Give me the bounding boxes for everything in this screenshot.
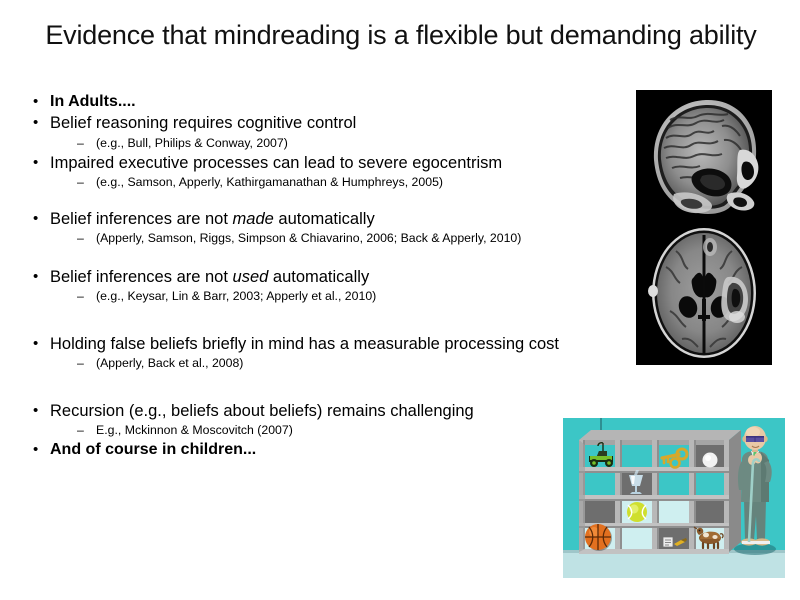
bullet-marker-icon: • bbox=[33, 114, 39, 132]
list-item-label: In Adults.... bbox=[50, 93, 136, 110]
list-item-label: Belief inferences are not used automatic… bbox=[50, 267, 569, 288]
list-item: • In Adults.... bbox=[24, 92, 569, 112]
slide-body-bullet-list: • In Adults.... • Belief reasoning requi… bbox=[24, 92, 569, 462]
tennis-ball bbox=[627, 502, 647, 522]
list-item-label: Impaired executive processes can lead to… bbox=[50, 153, 503, 172]
person-shadow bbox=[734, 543, 776, 555]
list-item: • Holding false beliefs briefly in mind … bbox=[24, 334, 569, 355]
citation-item: – (e.g., Samson, Apperly, Kathirgamanath… bbox=[24, 175, 569, 191]
floor bbox=[563, 550, 785, 578]
white-ball bbox=[702, 452, 718, 468]
dash-marker-icon: – bbox=[77, 174, 84, 189]
citation-label: (Apperly, Samson, Riggs, Simpson & Chiav… bbox=[96, 230, 522, 245]
dash-marker-icon: – bbox=[77, 355, 84, 370]
director-task-illustration bbox=[563, 418, 785, 578]
list-item-label: Recursion (e.g., beliefs about beliefs) … bbox=[50, 401, 474, 420]
citation-item: – (Apperly, Samson, Riggs, Simpson & Chi… bbox=[24, 231, 569, 247]
dash-marker-icon: – bbox=[77, 230, 84, 245]
list-item-text-post: automatically bbox=[273, 209, 375, 228]
citation-label: E.g., Mckinnon & Moscovitch (2007) bbox=[96, 423, 293, 438]
bullet-marker-icon: • bbox=[33, 209, 39, 227]
list-item-emphasis: made bbox=[232, 209, 274, 228]
bullet-marker-icon: • bbox=[33, 441, 39, 459]
bullet-marker-icon: • bbox=[33, 267, 39, 285]
list-item-label: Belief reasoning requires cognitive cont… bbox=[50, 114, 357, 133]
dash-marker-icon: – bbox=[77, 288, 84, 303]
toy-cow bbox=[693, 526, 724, 550]
slide-title: Evidence that mindreading is a flexible … bbox=[45, 20, 757, 50]
list-spacer bbox=[24, 325, 569, 334]
list-spacer bbox=[24, 373, 569, 392]
dash-marker-icon: – bbox=[77, 135, 84, 150]
list-item-text-post: automatically bbox=[268, 267, 370, 286]
brush bbox=[674, 538, 687, 546]
list-item: • Belief inferences are not made automat… bbox=[24, 209, 569, 230]
list-spacer bbox=[24, 192, 569, 209]
basketball bbox=[585, 524, 612, 551]
axial-mri-slice bbox=[636, 221, 772, 365]
citation-item: – E.g., Mckinnon & Moscovitch (2007) bbox=[24, 423, 569, 439]
citation-label: (e.g., Keysar, Lin & Barr, 2003; Apperly… bbox=[96, 288, 377, 303]
list-spacer bbox=[24, 306, 569, 325]
citation-item: – (e.g., Bull, Philips & Conway, 2007) bbox=[24, 136, 569, 152]
list-item: • Belief inferences are not used automat… bbox=[24, 267, 569, 288]
bullet-marker-icon: • bbox=[33, 401, 39, 419]
list-item-label: And of course in children... bbox=[50, 441, 257, 459]
bullet-marker-icon: • bbox=[33, 334, 39, 352]
list-item: • And of course in children... bbox=[24, 440, 569, 460]
list-item-emphasis: used bbox=[232, 267, 269, 286]
brain-mri-scans bbox=[636, 90, 772, 365]
bullet-marker-icon: • bbox=[33, 153, 39, 171]
toy-truck bbox=[589, 442, 613, 467]
list-item-text-pre: Belief inferences are not bbox=[50, 209, 233, 228]
list-item-label: Holding false beliefs briefly in mind ha… bbox=[50, 334, 560, 353]
citation-label: (e.g., Bull, Philips & Conway, 2007) bbox=[96, 135, 288, 150]
list-spacer bbox=[24, 248, 569, 267]
dash-marker-icon: – bbox=[77, 423, 84, 438]
sagittal-mri-slice bbox=[636, 90, 772, 220]
glass-cup bbox=[629, 470, 643, 494]
list-item-text-pre: Belief inferences are not bbox=[50, 267, 233, 286]
list-item: • Impaired executive processes can lead … bbox=[24, 153, 569, 174]
citation-item: – (Apperly, Back et al., 2008) bbox=[24, 356, 569, 372]
citation-item: – (e.g., Keysar, Lin & Barr, 2003; Apper… bbox=[24, 289, 569, 305]
note-paper bbox=[662, 536, 674, 548]
list-spacer bbox=[24, 392, 569, 401]
list-item-label: Belief inferences are not made automatic… bbox=[50, 209, 569, 230]
citation-label: (e.g., Samson, Apperly, Kathirgamanathan… bbox=[96, 174, 444, 189]
citation-label: (Apperly, Back et al., 2008) bbox=[96, 355, 244, 370]
gold-key bbox=[660, 447, 689, 469]
list-item: • Belief reasoning requires cognitive co… bbox=[24, 113, 569, 134]
bullet-marker-icon: • bbox=[33, 93, 39, 110]
list-item: • Recursion (e.g., beliefs about beliefs… bbox=[24, 401, 569, 422]
director-figure bbox=[738, 426, 772, 546]
